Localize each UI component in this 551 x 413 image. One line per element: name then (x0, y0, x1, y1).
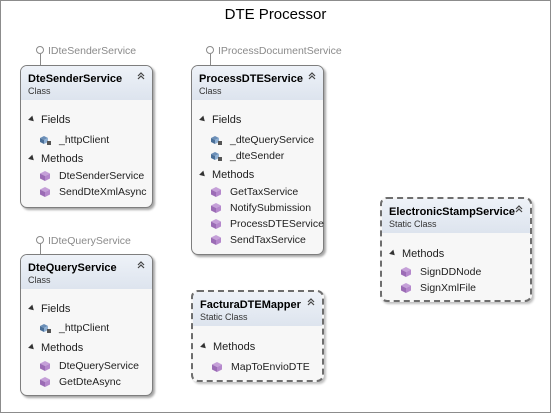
section-label: Fields (41, 303, 71, 315)
expander-icon (200, 342, 208, 351)
section-header[interactable]: Methods (28, 152, 84, 166)
section-header[interactable]: Methods (200, 340, 256, 354)
section-header[interactable]: Methods (389, 247, 445, 261)
expander-icon (28, 154, 36, 163)
collapse-icon[interactable] (136, 71, 146, 81)
interface-icon (36, 46, 44, 54)
method-icon (40, 377, 50, 387)
interface-label: IProcessDocumentService (218, 45, 342, 57)
method-icon (401, 267, 411, 277)
member-name: _dteSender (230, 150, 285, 162)
class-stereotype: Class (199, 86, 222, 96)
class-box[interactable]: DteSenderService Class Fields _httpClien… (20, 65, 153, 208)
interface-connector (209, 54, 211, 65)
member-name: SignXmlFile (420, 282, 477, 294)
class-header (382, 199, 530, 233)
section-header[interactable]: Fields (28, 113, 71, 127)
section-header[interactable]: Methods (199, 168, 255, 182)
member-name: ProcessDTEService (230, 218, 324, 230)
class-box[interactable]: ElectronicStampService Static Class Meth… (380, 197, 532, 302)
class-header (21, 66, 152, 100)
expander-icon (199, 170, 207, 179)
expander-icon (199, 115, 207, 124)
section-header[interactable]: Fields (199, 113, 242, 127)
class-stereotype: Class (28, 275, 51, 285)
field-icon (211, 152, 222, 161)
method-icon (40, 361, 50, 371)
class-stereotype: Static Class (389, 219, 437, 229)
diagram-title: DTE Processor (224, 6, 327, 23)
method-icon (211, 187, 221, 197)
class-box[interactable]: FacturaDTEMapper Static Class Methods Ma… (191, 290, 324, 382)
member-name: SendDteXmlAsync (59, 186, 147, 198)
interface-icon (206, 46, 214, 54)
field-icon (40, 324, 51, 333)
member-name: _dteQueryService (230, 134, 315, 146)
member-name: _httpClient (59, 322, 110, 334)
collapse-icon[interactable] (306, 297, 316, 307)
member-name: MapToEnvioDTE (231, 361, 310, 373)
section-label: Methods (41, 153, 84, 165)
class-header (21, 255, 152, 289)
class-header (193, 292, 322, 326)
interface-connector (39, 54, 41, 65)
member-name: GetTaxService (230, 186, 299, 198)
member-name: _httpClient (59, 134, 110, 146)
expander-icon (28, 115, 36, 124)
section-label: Methods (212, 169, 255, 181)
collapse-icon[interactable] (136, 260, 146, 270)
interface-icon (36, 236, 44, 244)
class-name: FacturaDTEMapper (200, 299, 301, 311)
interface-label: IDteSenderService (48, 45, 137, 57)
expander-icon (28, 304, 36, 313)
member-name: DteSenderService (59, 170, 145, 182)
collapse-icon[interactable] (514, 204, 524, 214)
member-name: SignDDNode (420, 266, 482, 278)
interface-connector (39, 244, 41, 255)
expander-icon (389, 249, 397, 258)
field-icon (211, 136, 222, 145)
class-name: DteQueryService (28, 262, 117, 274)
field-icon (40, 136, 51, 145)
member-name: GetDteAsync (59, 376, 121, 388)
class-box[interactable]: DteQueryService Class Fields _httpClient… (20, 254, 153, 396)
member-name: DteQueryService (59, 360, 139, 372)
class-name: DteSenderService (28, 73, 123, 85)
method-icon (40, 187, 50, 197)
class-name: ProcessDTEService (199, 73, 303, 85)
class-name: ElectronicStampService (389, 206, 515, 218)
method-icon (40, 171, 50, 181)
section-header[interactable]: Methods (28, 341, 84, 355)
method-icon (401, 283, 411, 293)
section-label: Fields (212, 114, 242, 126)
section-label: Fields (41, 114, 71, 126)
method-icon (211, 219, 221, 229)
collapse-icon[interactable] (307, 71, 317, 81)
member-name: NotifySubmission (230, 202, 312, 214)
method-icon (212, 362, 222, 372)
method-icon (211, 203, 221, 213)
section-label: Methods (41, 342, 84, 354)
interface-label: IDteQueryService (48, 235, 131, 247)
section-label: Methods (402, 248, 445, 260)
member-name: SendTaxService (230, 234, 306, 246)
class-stereotype: Static Class (200, 312, 248, 322)
method-icon (211, 235, 221, 245)
class-stereotype: Class (28, 86, 51, 96)
class-box[interactable]: ProcessDTEService Class Fields _dteQuery… (191, 65, 324, 255)
section-header[interactable]: Fields (28, 302, 71, 316)
expander-icon (28, 343, 36, 352)
section-label: Methods (213, 341, 256, 353)
class-header (192, 66, 323, 100)
